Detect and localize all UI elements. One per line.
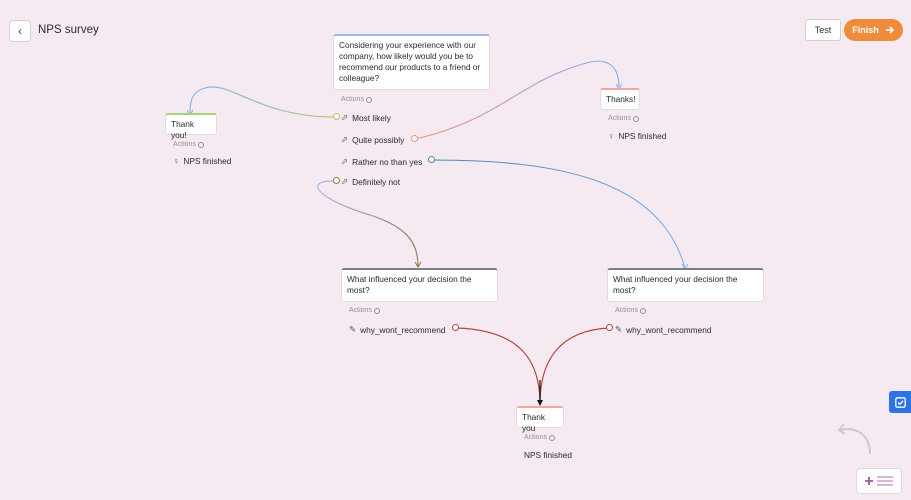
trophy-icon: ♀ (173, 156, 180, 166)
info-icon (365, 96, 372, 103)
thank-left-action[interactable]: ♀ NPS finished (173, 156, 232, 166)
option-definitely-not[interactable]: ⬀ Definitely not (341, 176, 401, 187)
question-actions-label: Actions (341, 96, 372, 103)
influence-left-action[interactable]: ✎ why_wont_recommend (349, 324, 446, 335)
cursor-click-icon: ⬀ (341, 134, 349, 144)
checkbox-icon (894, 396, 906, 408)
test-button[interactable]: Test (805, 19, 841, 41)
influence-right-action[interactable]: ✎ why_wont_recommend (615, 324, 712, 335)
edge-right-why (539, 327, 611, 405)
cursor-click-icon: ⬀ (341, 176, 349, 186)
arrow-right-icon (885, 26, 894, 34)
undo-arrow-icon[interactable] (834, 418, 874, 458)
edge-left-why (455, 327, 541, 405)
trophy-icon: ♀ (608, 131, 615, 141)
info-icon (632, 115, 639, 122)
cursor-click-icon: ⬀ (341, 156, 349, 166)
chevron-left-icon: ‹ (18, 24, 22, 38)
edge-rather-no (431, 159, 686, 269)
info-icon (639, 307, 646, 314)
port-quite-possibly[interactable] (411, 135, 418, 142)
finish-label: Finish (852, 25, 879, 35)
finish-button[interactable]: Finish (844, 19, 903, 41)
port-most-likely[interactable] (333, 113, 340, 120)
edge-definitely-not (317, 180, 419, 267)
checklist-button[interactable] (889, 391, 911, 413)
option-quite-possibly[interactable]: ⬀ Quite possibly (341, 134, 405, 145)
influence-left-actions-label: Actions (349, 307, 380, 314)
thanks-right-action[interactable]: ♀ NPS finished (608, 131, 667, 141)
info-icon (197, 141, 204, 148)
cursor-click-icon: ⬀ (341, 112, 349, 122)
thank-bottom-actions-label: Actions (524, 434, 555, 441)
option-most-likely[interactable]: ⬀ Most likely (341, 112, 391, 123)
port-definitely-not[interactable] (333, 177, 340, 184)
pencil-icon: ✎ (349, 324, 357, 334)
info-icon (373, 307, 380, 314)
pencil-icon: ✎ (615, 324, 623, 334)
influence-right-actions-label: Actions (615, 307, 646, 314)
arrow-influence-left (414, 261, 422, 268)
option-rather-no[interactable]: ⬀ Rather no than yes (341, 156, 423, 167)
port-influence-right[interactable] (606, 324, 613, 331)
thanks-right-actions-label: Actions (608, 115, 639, 122)
influence-right-node[interactable]: What influenced your decision the most? (607, 268, 764, 302)
thank-you-bottom-node[interactable]: Thank you (516, 406, 564, 433)
thanks-right-node[interactable]: Thanks! (600, 88, 640, 110)
port-influence-left[interactable] (452, 324, 459, 331)
back-button[interactable]: ‹ (9, 20, 31, 42)
question-text: Considering your experience with our com… (339, 40, 481, 84)
add-block-button[interactable] (856, 468, 902, 494)
influence-left-node[interactable]: What influenced your decision the most? (341, 268, 498, 302)
thank-you-left-node[interactable]: Thank you! (165, 113, 217, 140)
page-title: NPS survey (38, 24, 99, 36)
thank-bottom-action[interactable]: NPS finished (524, 450, 572, 460)
plus-list-icon (865, 476, 893, 486)
info-icon (548, 434, 555, 441)
question-node[interactable]: Considering your experience with our com… (333, 34, 490, 90)
thank-left-actions-label: Actions (173, 141, 204, 148)
port-rather-no[interactable] (428, 156, 435, 163)
